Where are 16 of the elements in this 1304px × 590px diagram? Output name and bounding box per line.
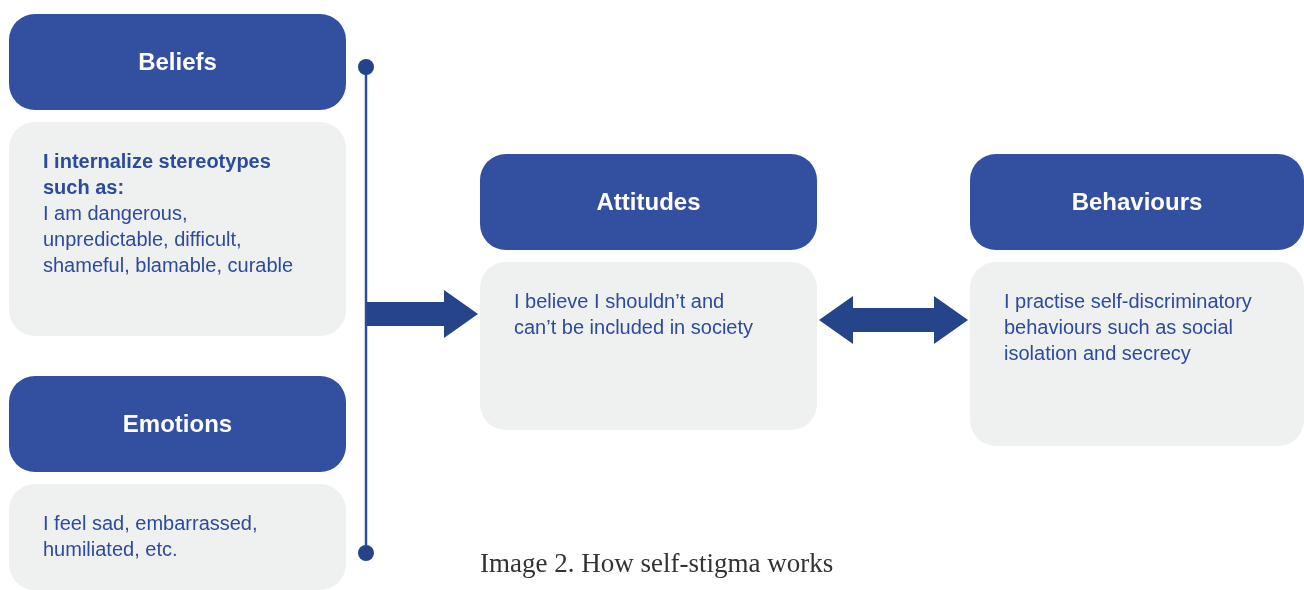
body-text: I am dangerous, unpredictable, difficult, shameful, blamable, curable <box>43 201 295 278</box>
heading: Attitudes <box>596 188 701 216</box>
body-text: I internalize stereotypes such as: <box>43 149 272 200</box>
heading: Beliefs <box>138 48 217 76</box>
caption: Image 2. How self-stigma works <box>480 548 834 579</box>
header-box <box>480 154 817 250</box>
header-box <box>970 154 1304 250</box>
header-box <box>9 376 346 472</box>
header-box <box>9 14 346 110</box>
heading: Emotions <box>122 410 233 438</box>
block-arrow <box>367 290 478 338</box>
body-text: I feel sad, embarrassed, humiliated, etc. <box>43 511 259 562</box>
body-text: I believe I shouldn’t and can’t be included in society <box>514 289 755 340</box>
block-arrow <box>819 296 968 344</box>
body-text: I practise self-discriminatory behaviours such as social isolation and secrecy <box>1004 289 1253 366</box>
heading: Behaviours <box>1071 188 1203 216</box>
